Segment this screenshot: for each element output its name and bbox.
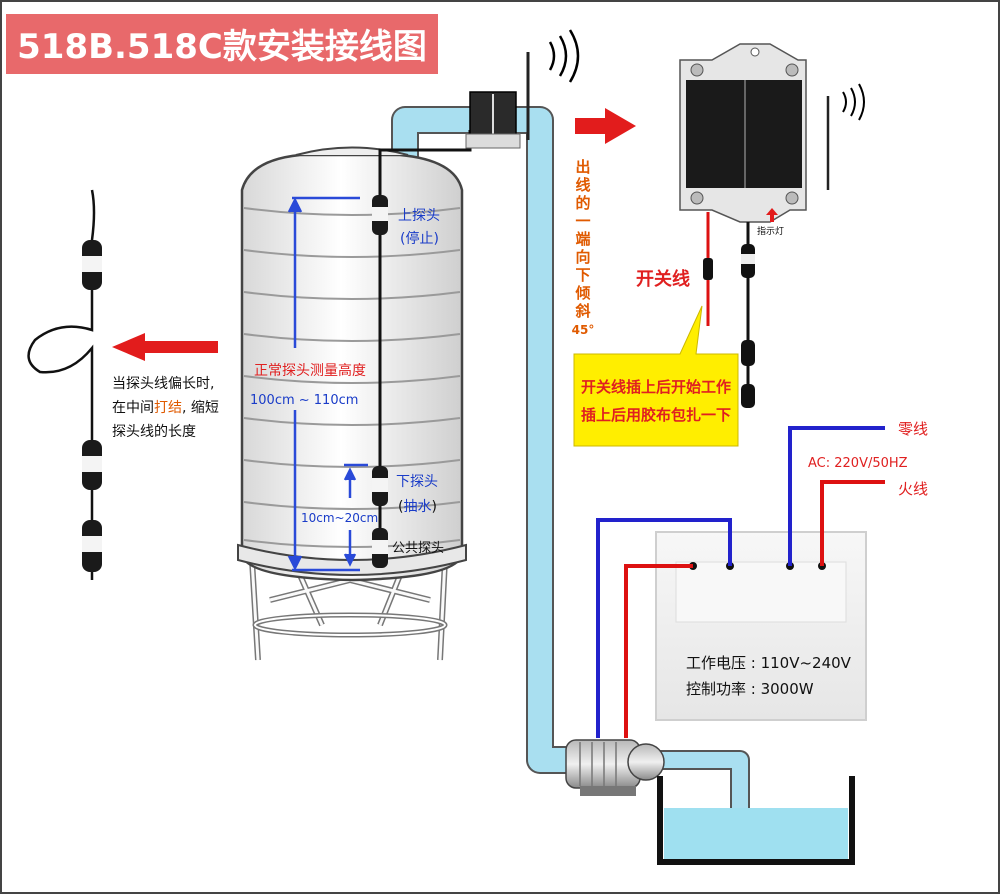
normal-height-label: 正常探头测量高度: [254, 362, 366, 379]
upper-probe-note: (停止): [400, 230, 439, 247]
vnote-char-1: 线: [575, 176, 590, 194]
live-wire-label: 火线: [898, 480, 928, 498]
upper-probe: [372, 195, 388, 235]
working-voltage-label: 工作电压 : 110V~240V: [686, 654, 852, 672]
lower-probe-note-open: (: [398, 499, 403, 515]
knot-note-line2-post: , 缩短: [182, 400, 219, 416]
diagram-title: 518B.518C款安装接线图: [17, 27, 427, 67]
neutral-wire: [788, 426, 885, 566]
height-dimension-arrows: [287, 196, 368, 572]
control-power-label: 控制功率 : 3000W: [686, 680, 814, 698]
common-probe-label: 公共探头: [392, 541, 444, 556]
vnote-char-5: 向: [575, 248, 590, 266]
power-wires: [596, 426, 885, 738]
knot-note-line3: 探头线的长度: [112, 424, 196, 440]
neutral-wire-label: 零线: [898, 420, 928, 438]
switch-wire-label: 开关线: [636, 268, 690, 290]
vertical-tilt-note: 出 线 的 一 端 向 下 倾 斜 45°: [572, 158, 595, 337]
callout-line2: 插上后用胶布包扎一下: [581, 406, 731, 424]
callout-bubble: 开关线插上后开始工作 插上后用胶布包扎一下: [573, 305, 739, 447]
vnote-char-2: 的: [575, 194, 590, 212]
lower-probe-note: (抽水): [398, 499, 437, 515]
receiver-signal-icon: [842, 83, 865, 121]
receiver-unit: 指示灯: [679, 43, 865, 408]
controller-box: 工作电压 : 110V~240V 控制功率 : 3000W: [655, 531, 867, 721]
vnote-char-6: 下: [575, 266, 590, 284]
water-pipe: [391, 106, 750, 808]
water-pump: [565, 739, 665, 796]
knot-probe-top: [82, 240, 102, 290]
water-tank: [237, 146, 467, 661]
knot-note-highlight: 打结: [154, 399, 182, 416]
vnote-char-3: 一: [575, 212, 590, 230]
knotted-probe-cable: [27, 189, 102, 580]
live-wire: [820, 480, 885, 566]
knot-probe-middle: [82, 440, 102, 490]
vnote-char-4: 端: [575, 230, 590, 248]
upper-probe-label: 上探头: [398, 208, 440, 224]
wireless-signal-icon: [548, 29, 580, 83]
vnote-char-0: 出: [575, 158, 590, 176]
lower-probe-label: 下探头: [396, 474, 438, 490]
vnote-char-9: 45°: [572, 323, 595, 337]
normal-height-range: 100cm ~ 110cm: [250, 393, 358, 408]
knot-note-line2-pre: 在中间: [112, 400, 154, 416]
right-arrow-icon: [575, 108, 636, 144]
knot-note-line1: 当探头线偏长时,: [112, 376, 214, 392]
vnote-char-7: 倾: [574, 284, 590, 302]
knot-note-line2: 在中间打结, 缩短: [112, 399, 219, 416]
gap-range-label: 10cm~20cm: [301, 511, 378, 525]
indicator-arrow-icon: [766, 208, 778, 222]
pump-live-wire: [624, 564, 693, 738]
lower-probe-note-close: ): [431, 499, 436, 515]
pump-neutral-wire: [596, 518, 732, 738]
transmitter-box: [465, 29, 580, 149]
common-probe: [372, 528, 388, 568]
vnote-char-8: 斜: [574, 302, 590, 320]
ac-supply-label: AC: 220V/50HZ: [808, 456, 908, 471]
water-basin: [657, 776, 855, 865]
lower-probe-note-word: 抽水: [403, 499, 431, 515]
title-banner: 518B.518C款安装接线图: [6, 14, 438, 74]
lower-probe: [372, 466, 388, 506]
knot-probe-bottom: [82, 520, 102, 572]
callout-line1: 开关线插上后开始工作: [581, 378, 731, 396]
indicator-light-label: 指示灯: [757, 225, 784, 237]
probe-assembly: [372, 130, 472, 568]
left-arrow-icon: [112, 333, 218, 361]
